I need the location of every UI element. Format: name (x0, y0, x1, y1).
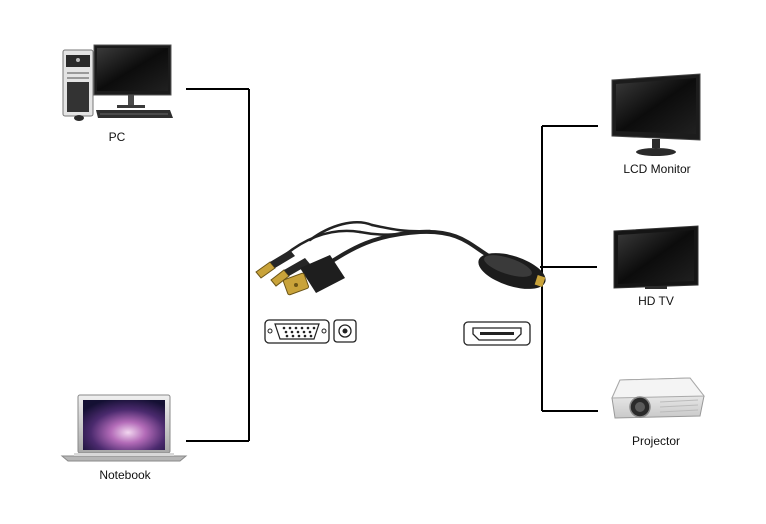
lcd-monitor-icon (611, 73, 701, 156)
pc-monitor-icon (93, 44, 172, 108)
hdmi-port-icon (463, 321, 531, 346)
keyboard-icon (96, 110, 173, 118)
right-connector-lines (540, 125, 598, 412)
lcd-monitor-label: LCD Monitor (623, 162, 691, 176)
hdtv-icon (613, 225, 699, 289)
pc-label: PC (108, 130, 126, 144)
hdtv-label: HD TV (638, 294, 674, 308)
projector-label: Projector (631, 434, 681, 448)
left-connector-lines (186, 88, 250, 442)
notebook-label: Notebook (99, 468, 151, 482)
mouse-icon (74, 115, 84, 121)
projector-icon (611, 377, 706, 419)
audio-jack-icon (333, 319, 357, 343)
vga-connector-icon (282, 255, 345, 296)
pc-tower-icon (62, 49, 94, 117)
vga-port-icon (264, 319, 330, 344)
notebook-icon (60, 394, 188, 462)
audio-plug-icon (255, 250, 310, 287)
cable-icon (283, 221, 494, 272)
converter-box-icon (478, 253, 546, 289)
